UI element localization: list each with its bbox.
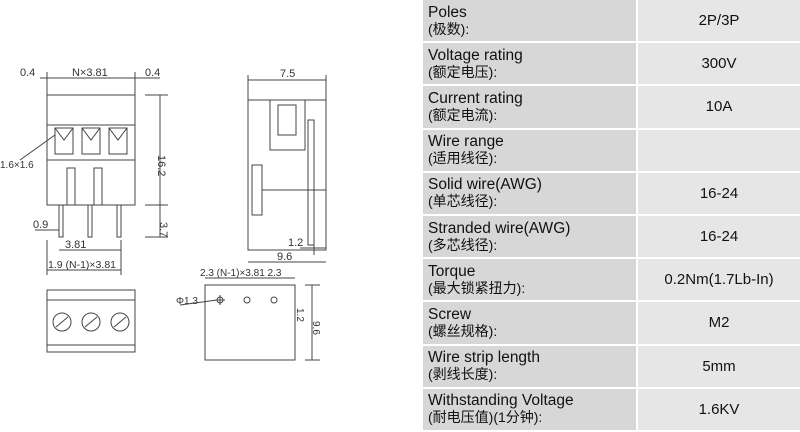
spec-row-torque: Torque(最大锁紧扭力): 0.2Nm(1.7Lb-In) — [423, 258, 800, 303]
spec-row-wire-range: Wire range(适用线径): — [423, 128, 800, 173]
spec-label: Current rating(额定电流): — [423, 85, 638, 130]
spec-value: 2P/3P — [637, 0, 800, 44]
spec-value: M2 — [637, 301, 800, 346]
dim-hole: 1.6×1.6 — [0, 160, 34, 171]
pcb-view — [204, 284, 296, 361]
spec-label: Wire strip length(剥线长度): — [423, 344, 638, 389]
dim-pcb-hole: Φ1.3 — [176, 296, 198, 307]
spec-row-voltage: Voltage rating(额定电压): 300V — [423, 42, 800, 87]
spec-label: Solid wire(AWG)(单芯线径): — [423, 171, 638, 216]
dim-top-pitch: N×3.81 — [72, 67, 108, 79]
front-view — [46, 94, 136, 238]
dim-side-pin: 1.2 — [288, 237, 303, 249]
spec-label: Stranded wire(AWG)(多芯线径): — [423, 214, 638, 260]
spec-value: 1.6KV — [637, 387, 800, 432]
dim-pin-w: 0.9 — [33, 219, 48, 231]
spec-label: Withstanding Voltage(耐电压值)(1分钟): — [423, 387, 638, 432]
spec-value: 10A — [637, 85, 800, 130]
dim-top-right: 0.4 — [145, 67, 160, 79]
spec-row-current: Current rating(额定电流): 10A — [423, 85, 800, 130]
side-view — [247, 99, 327, 255]
spec-value — [637, 128, 800, 173]
spec-row-solid-wire: Solid wire(AWG)(单芯线径): 16-24 — [423, 171, 800, 216]
spec-row-stranded-wire: Stranded wire(AWG)(多芯线径): 16-24 — [423, 214, 800, 260]
dim-top-left: 0.4 — [20, 67, 35, 79]
dim-bottom-span: 1.9 (N-1)×3.81 — [48, 259, 116, 271]
spec-row-strip-length: Wire strip length(剥线长度): 5mm — [423, 344, 800, 389]
spec-label: Screw(螺丝规格): — [423, 301, 638, 346]
spec-value: 0.2Nm(1.7Lb-In) — [637, 258, 800, 303]
spec-label: Wire range(适用线径): — [423, 128, 638, 173]
dim-height: 16.2 — [155, 155, 167, 176]
dim-side-depth: 9.6 — [277, 251, 292, 263]
dim-pitch: 3.81 — [65, 239, 86, 251]
dim-pin-len: 3.7 — [157, 222, 169, 237]
spec-value: 16-24 — [637, 214, 800, 260]
spec-value: 5mm — [637, 344, 800, 389]
spec-row-poles: Poles(极数): 2P/3P — [423, 0, 800, 44]
dim-pcb-offset: 1.2 — [294, 308, 305, 322]
spec-value: 16-24 — [637, 171, 800, 216]
spec-row-screw: Screw(螺丝规格): M2 — [423, 301, 800, 346]
spec-table: Poles(极数): 2P/3P Voltage rating(额定电压): 3… — [423, 0, 800, 432]
dim-pcb-spacing: 2.3 (N-1)×3.81 2.3 — [200, 268, 282, 279]
spec-value: 300V — [637, 42, 800, 87]
spec-label: Voltage rating(额定电压): — [423, 42, 638, 87]
technical-drawing: 0.4 N×3.81 0.4 1.6×1.6 16.2 3.7 0.9 3.81… — [0, 67, 327, 361]
bottom-view — [46, 289, 136, 353]
dim-side-width: 7.5 — [280, 68, 295, 80]
spec-row-withstanding-voltage: Withstanding Voltage(耐电压值)(1分钟): 1.6KV — [423, 387, 800, 432]
dim-pcb-depth: 9.6 — [310, 321, 321, 335]
spec-label: Poles(极数): — [423, 0, 638, 44]
spec-label: Torque(最大锁紧扭力): — [423, 258, 638, 303]
